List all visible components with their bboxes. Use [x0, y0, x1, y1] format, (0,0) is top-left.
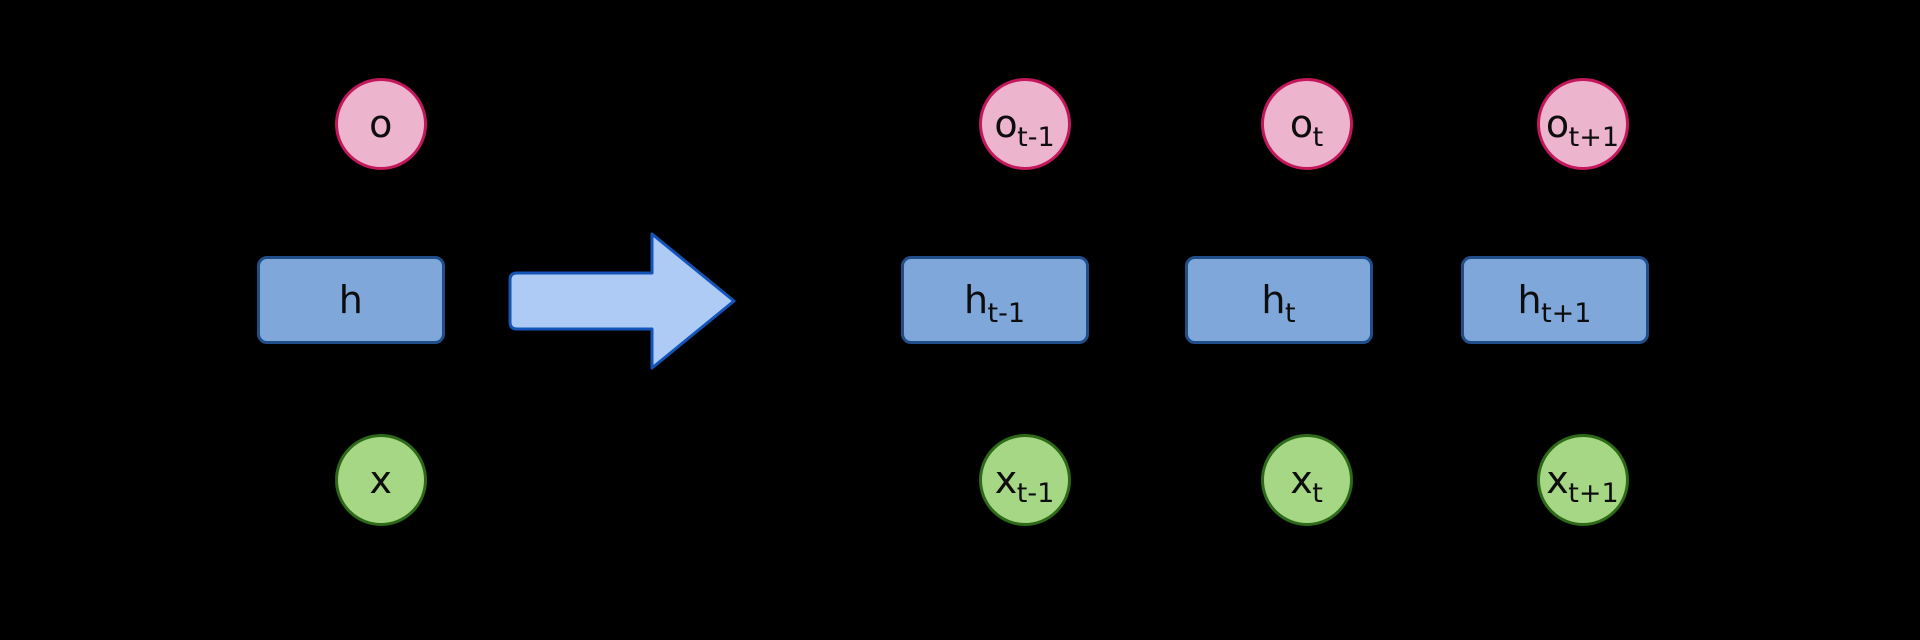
node-label-base: x: [1546, 458, 1570, 502]
node-label-subscript: t+1: [1541, 298, 1592, 329]
node-label-subscript: t-1: [987, 298, 1026, 329]
node-label-subscript: t+1: [1568, 478, 1619, 509]
node-label-base: h: [963, 278, 989, 322]
node-o: o: [335, 78, 427, 170]
node-label-base: o: [994, 102, 1019, 146]
node-label-base: o: [1289, 102, 1314, 146]
node-label-base: x: [1290, 458, 1314, 502]
unfold-arrow: [508, 232, 736, 370]
node-h: h: [257, 256, 445, 344]
node-label-x: x: [370, 461, 393, 499]
node-label-base: x: [369, 458, 393, 502]
node-label-subscript: t+1: [1568, 122, 1620, 153]
node-label-base: h: [1517, 278, 1543, 322]
node-label-subscript: t: [1312, 478, 1323, 509]
node-label-base: x: [994, 458, 1018, 502]
node-label-subscript: t: [1285, 298, 1296, 329]
node-label-o: o: [369, 105, 393, 143]
node-label-base: h: [1261, 278, 1286, 322]
node-label-subscript: t: [1312, 122, 1324, 153]
node-label-subscript: t-1: [1017, 122, 1055, 153]
arrow-right-icon: [508, 232, 736, 370]
node-label-base: o: [369, 102, 393, 146]
node-x: x: [335, 434, 427, 526]
node-label-base: h: [338, 278, 364, 322]
node-label-h: h: [339, 281, 364, 319]
node-label-subscript: t-1: [1016, 478, 1055, 509]
node-label-base: o: [1545, 102, 1570, 146]
